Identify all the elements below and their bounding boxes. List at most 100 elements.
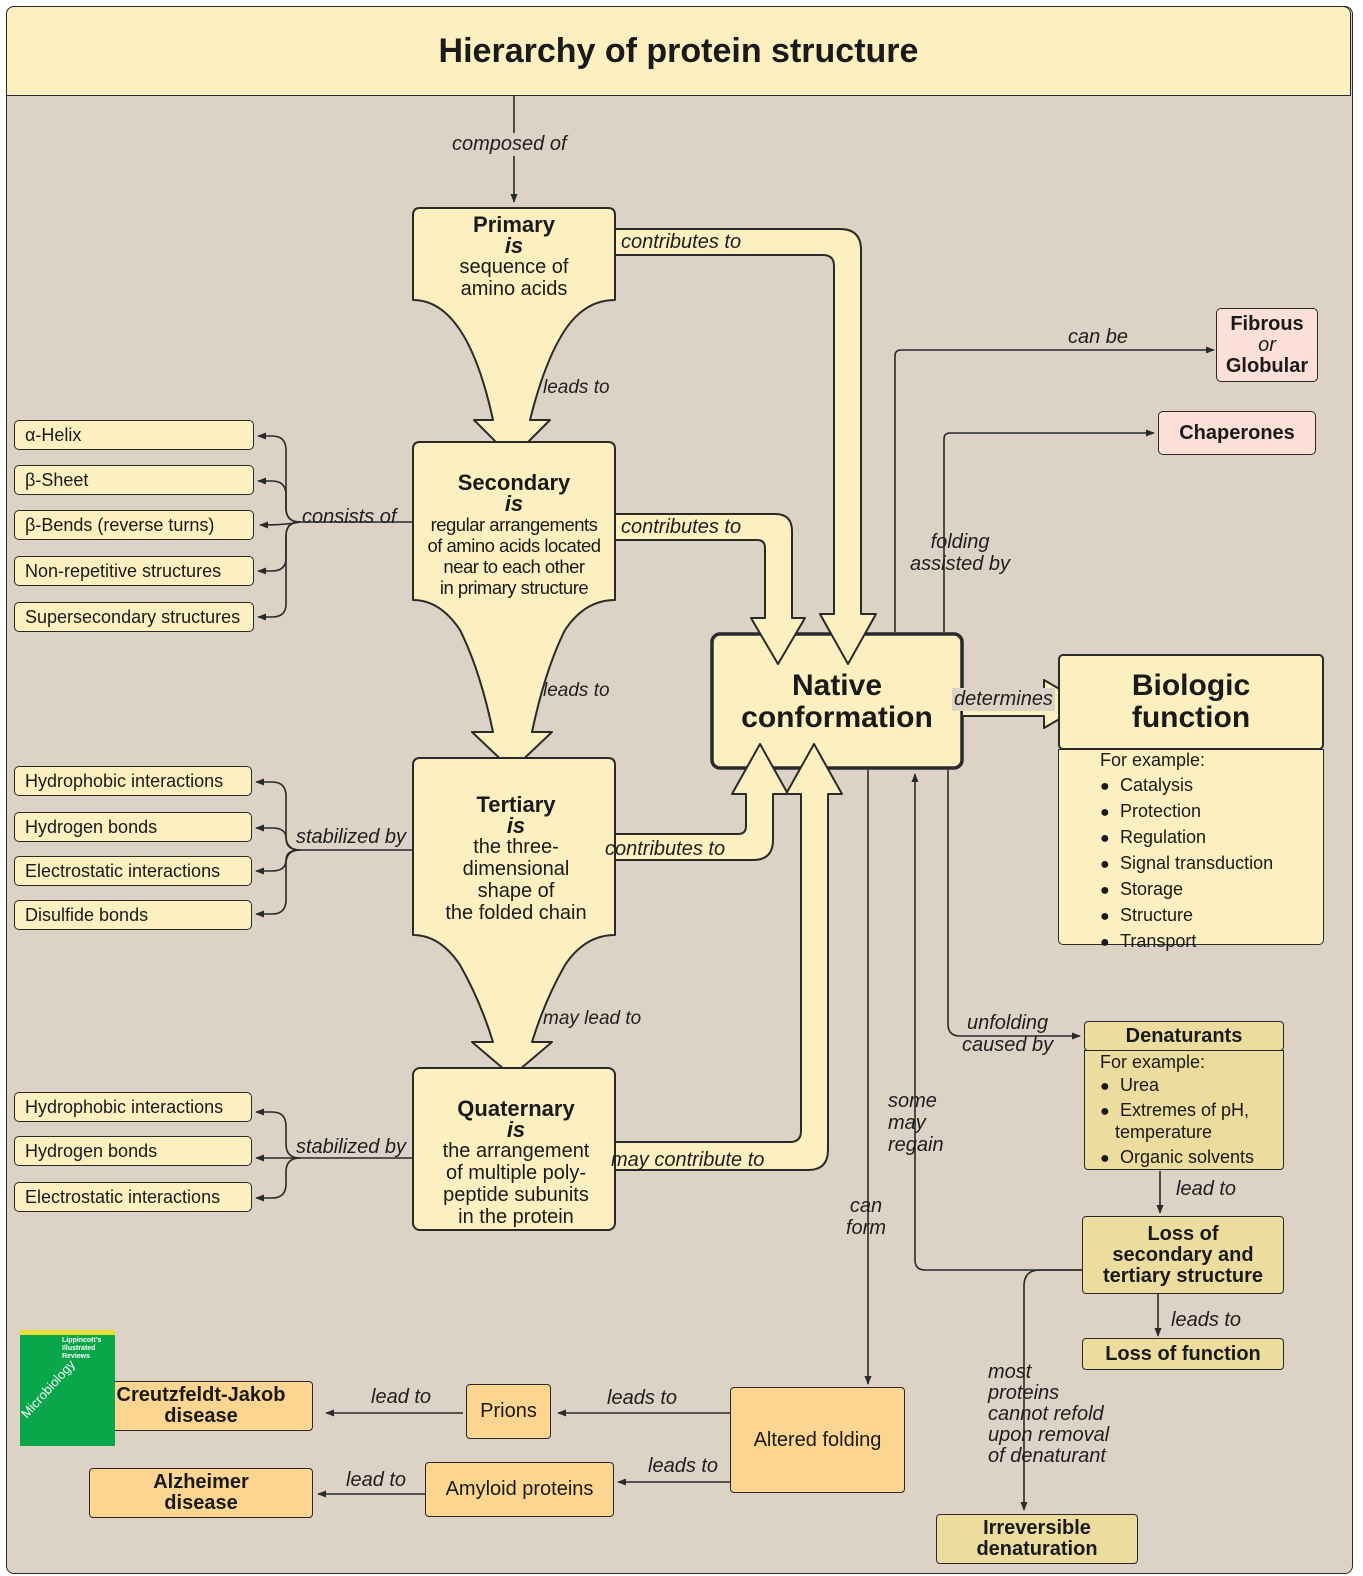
quaternary-heading: Quaternary <box>457 1096 575 1121</box>
label-may-lead-to: may lead to <box>543 1008 642 1029</box>
tertiary-bond-hydrophobic: Hydrophobic interactions <box>14 766 252 796</box>
label-contributes-to-1: contributes to <box>621 231 742 253</box>
irreversible-denaturation-box: Irreversible denaturation <box>936 1514 1138 1564</box>
denaturant-organic-solvents: Organic solvents <box>1100 1143 1254 1170</box>
connector-supersecondary <box>257 521 301 621</box>
can-be-connector <box>894 346 1215 632</box>
denaturants-example-header: For example: <box>1100 1052 1206 1072</box>
secondary-stage: Secondary is regular arrangements of ami… <box>414 470 614 599</box>
label-composed-of: composed of <box>450 133 569 156</box>
primary-funnel <box>412 207 616 459</box>
denaturants-title: Denaturants <box>1084 1021 1284 1051</box>
page-title: Hierarchy of protein structure <box>6 6 1351 96</box>
secondary-description: regular arrangements of amino acids loca… <box>427 514 601 598</box>
quaternary-contribution-arrow <box>614 743 843 1171</box>
label-leads-to-3: leads to <box>1171 1309 1242 1331</box>
quaternary-description: the arrangement of multiple poly- peptid… <box>442 1140 590 1228</box>
label-stabilized-by-2: stabilized by <box>296 1136 407 1158</box>
unfolding-connector <box>947 770 1081 1040</box>
label-contributes-to-2: contributes to <box>621 516 742 538</box>
example-catalysis: Catalysis <box>1100 773 1273 799</box>
secondary-type-alpha-helix: α-Helix <box>14 420 254 450</box>
amyloid-proteins-box: Amyloid proteins <box>425 1462 614 1517</box>
label-lead-to-2: lead to <box>371 1386 432 1408</box>
connector-beta-sheet <box>257 477 301 523</box>
secondary-is: is <box>504 491 524 516</box>
biologic-line-1: Biologic <box>1131 669 1251 702</box>
example-protection: Protection <box>1100 799 1273 825</box>
label-leads-to-5: leads to <box>648 1455 719 1477</box>
label-can-be: can be <box>1068 326 1129 348</box>
chaperones-connector <box>943 429 1155 632</box>
book-subject-label: Microbiology <box>18 1356 78 1422</box>
secondary-type-supersecondary: Supersecondary structures <box>14 602 254 632</box>
tertiary-is: is <box>506 813 526 838</box>
label-lead-to-1: lead to <box>1176 1178 1237 1200</box>
label-consists-of: consists of <box>302 506 397 528</box>
fibrous-or-globular-box: Fibrous or Globular <box>1216 308 1318 382</box>
book-series-label: Lippincott's Illustrated Reviews <box>62 1337 102 1360</box>
some-may-regain-connector <box>911 773 1082 1271</box>
secondary-type-beta-bends: β-Bends (reverse turns) <box>14 510 254 540</box>
quaternary-bond-electrostatic: Electrostatic interactions <box>14 1182 252 1212</box>
tertiary-bond-electrostatic: Electrostatic interactions <box>14 856 252 886</box>
native-line-2: conformation <box>741 701 933 734</box>
altered-folding-box: Altered folding <box>730 1387 905 1493</box>
tertiary-bond-disulfide: Disulfide bonds <box>14 900 252 930</box>
biologic-line-2: function <box>1131 701 1251 734</box>
connector-t-disulfide <box>255 849 301 918</box>
secondary-funnel <box>412 441 616 771</box>
secondary-heading: Secondary <box>457 470 571 495</box>
biologic-example-list: Catalysis Protection Regulation Signal t… <box>1100 773 1273 955</box>
creutzfeldt-jakob-box: Creutzfeldt-Jakob disease <box>89 1381 313 1431</box>
tertiary-description: the three- dimensional shape of the fold… <box>445 836 587 924</box>
connector-q-electrostatic <box>255 1157 301 1202</box>
label-contributes-to-3: contributes to <box>605 838 726 860</box>
secondary-contribution-arrow <box>614 513 806 665</box>
quaternary-bond-hydrogen: Hydrogen bonds <box>14 1136 252 1166</box>
label-determines: determines <box>952 688 1055 711</box>
example-storage: Storage <box>1100 877 1273 903</box>
or-label: or <box>1258 333 1276 356</box>
label-may-contribute-to: may contribute to <box>611 1149 765 1171</box>
native-conformation: Native conformation <box>714 664 960 740</box>
secondary-type-beta-sheet: β-Sheet <box>14 465 254 495</box>
label-leads-to-1: leads to <box>543 377 610 398</box>
label-unfolding-caused-by: unfolding caused by <box>962 1012 1054 1056</box>
quaternary-stage: Quaternary is the arrangement of multipl… <box>414 1096 618 1229</box>
label-can-form: can form <box>846 1195 886 1239</box>
primary-description: sequence of amino acids <box>459 256 569 300</box>
tertiary-heading: Tertiary <box>476 792 556 817</box>
primary-is: is <box>504 233 524 258</box>
chaperones-box: Chaperones <box>1158 411 1316 455</box>
label-lead-to-3: lead to <box>346 1469 407 1491</box>
label-leads-to-2: leads to <box>543 680 610 701</box>
connector-t-hydrogen <box>255 824 301 851</box>
tertiary-contribution-arrow <box>614 743 789 861</box>
tertiary-funnel <box>412 757 616 1077</box>
denaturant-extremes: Extremes of pH, temperature <box>1100 1098 1254 1143</box>
irreversible-connector <box>1020 1269 1082 1511</box>
label-folding-assisted-by: folding assisted by <box>910 531 1011 575</box>
native-line-1: Native <box>791 669 883 702</box>
example-signal-transduction: Signal transduction <box>1100 851 1273 877</box>
loss-of-function-box: Loss of function <box>1082 1338 1284 1370</box>
denaturant-urea: Urea <box>1100 1074 1254 1098</box>
tertiary-bond-hydrogen: Hydrogen bonds <box>14 812 252 842</box>
example-structure: Structure <box>1100 903 1273 929</box>
quaternary-is: is <box>506 1117 526 1142</box>
example-transport: Transport <box>1100 929 1273 955</box>
loss-of-structure-box: Loss of secondary and tertiary structure <box>1082 1216 1284 1294</box>
connector-t-electrostatic <box>255 849 301 875</box>
primary-heading: Primary <box>473 212 555 237</box>
prions-box: Prions <box>466 1384 551 1439</box>
globular-label: Globular <box>1225 354 1309 377</box>
book-logo: Lippincott's Illustrated Reviews Microbi… <box>18 1330 115 1446</box>
tertiary-stage: Tertiary is the three- dimensional shape… <box>414 792 618 925</box>
alzheimer-box: Alzheimer disease <box>89 1468 313 1518</box>
label-leads-to-4: leads to <box>607 1387 678 1409</box>
label-stabilized-by-1: stabilized by <box>296 826 407 848</box>
primary-contribution-arrow <box>614 228 877 665</box>
connector-nonrepetitive <box>257 521 301 575</box>
